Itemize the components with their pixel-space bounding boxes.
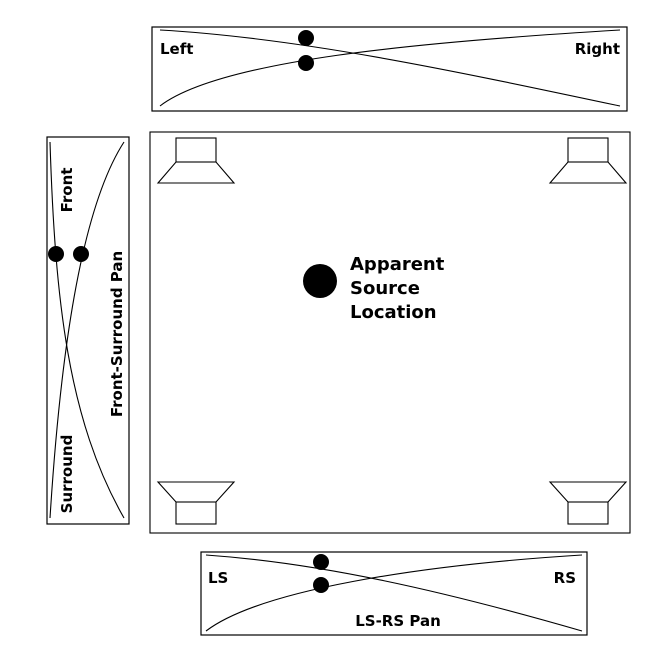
front-right-speaker <box>548 137 628 184</box>
surround-gain-dot[interactable] <box>73 246 89 262</box>
room: Apparent Source Location <box>149 131 631 534</box>
ls-gain-curve <box>205 554 583 632</box>
front-left-speaker <box>156 137 236 184</box>
left-gain-dot[interactable] <box>298 30 314 46</box>
ls-rs-pan-panel: LS RS LS-RS Pan <box>200 551 588 636</box>
left-right-pan-box <box>151 26 628 112</box>
ls-rs-pan-box <box>200 551 588 636</box>
front-label: Front <box>58 168 76 213</box>
front-surround-pan-box <box>46 136 130 525</box>
surround-left-speaker <box>156 481 236 525</box>
surround-label: Surround <box>58 435 76 514</box>
left-label: Left <box>160 40 193 58</box>
surround-right-speaker <box>548 481 628 525</box>
front-surround-pan-panel: Front Surround Front-Surround Pan <box>46 136 130 525</box>
right-gain-dot[interactable] <box>298 55 314 71</box>
rs-label: RS <box>554 569 576 587</box>
left-gain-curve <box>159 29 621 107</box>
source-label-line-1: Apparent <box>350 254 445 275</box>
left-right-pan-panel: Left Right <box>151 26 628 112</box>
right-label: Right <box>575 40 620 58</box>
surround-gain-curve <box>49 141 125 519</box>
ls-gain-dot[interactable] <box>313 554 329 570</box>
front-surround-pan-title: Front-Surround Pan <box>108 251 126 417</box>
apparent-source-dot[interactable] <box>303 264 337 298</box>
front-gain-dot[interactable] <box>48 246 64 262</box>
room-outline <box>149 131 631 534</box>
ls-label: LS <box>208 569 228 587</box>
source-label-line-2: Source <box>350 278 420 299</box>
source-label-line-3: Location <box>350 302 437 323</box>
rs-gain-dot[interactable] <box>313 577 329 593</box>
ls-rs-pan-title: LS-RS Pan <box>355 612 441 630</box>
right-gain-curve <box>159 29 621 107</box>
rs-gain-curve <box>205 554 583 632</box>
front-gain-curve <box>49 141 125 519</box>
